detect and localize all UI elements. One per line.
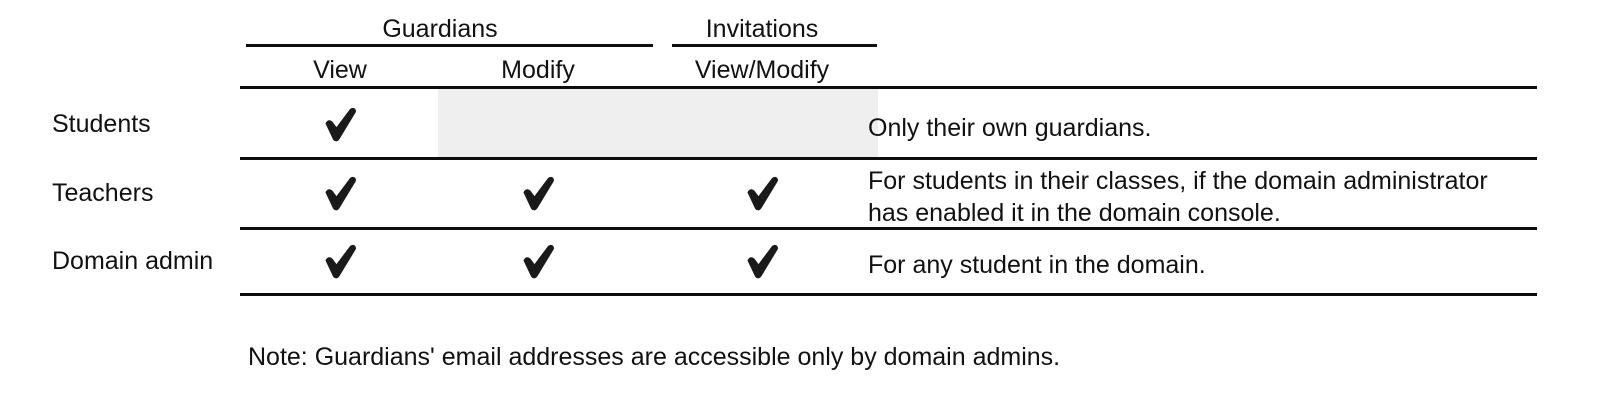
check-mark-icon <box>318 171 362 215</box>
column-label-view: View <box>313 56 367 84</box>
column-group-label-invitations: Invitations <box>705 15 819 43</box>
table-rule-row-2-bottom <box>240 227 1537 230</box>
check-mark-icon <box>516 171 560 215</box>
column-group-rule-invitations <box>672 44 877 47</box>
column-group-label-guardians: Guardians <box>382 15 498 43</box>
column-label-view-modify: View/Modify <box>694 56 830 84</box>
check-mark-icon <box>318 239 362 283</box>
row-description-domain-admin: For any student in the domain. <box>868 251 1206 279</box>
check-mark-icon <box>740 239 784 283</box>
table-rule-row-1-bottom <box>240 157 1537 160</box>
check-mark-icon <box>318 102 362 146</box>
cell-disabled-students-modify-invitations <box>438 89 878 157</box>
column-group-rule-guardians <box>246 44 653 47</box>
row-label-students: Students <box>52 110 151 138</box>
row-label-teachers: Teachers <box>52 179 154 207</box>
row-label-domain-admin: Domain admin <box>52 247 214 275</box>
row-description-students: Only their own guardians. <box>868 114 1152 142</box>
table-rule-row-3-bottom <box>240 293 1537 296</box>
check-mark-icon <box>740 171 784 215</box>
column-label-modify: Modify <box>501 56 575 84</box>
check-mark-icon <box>516 239 560 283</box>
table-rule-header-bottom <box>240 86 1537 89</box>
row-description-teachers: For students in their classes, if the do… <box>868 167 1488 227</box>
table-note: Note: Guardians' email addresses are acc… <box>248 343 1061 371</box>
